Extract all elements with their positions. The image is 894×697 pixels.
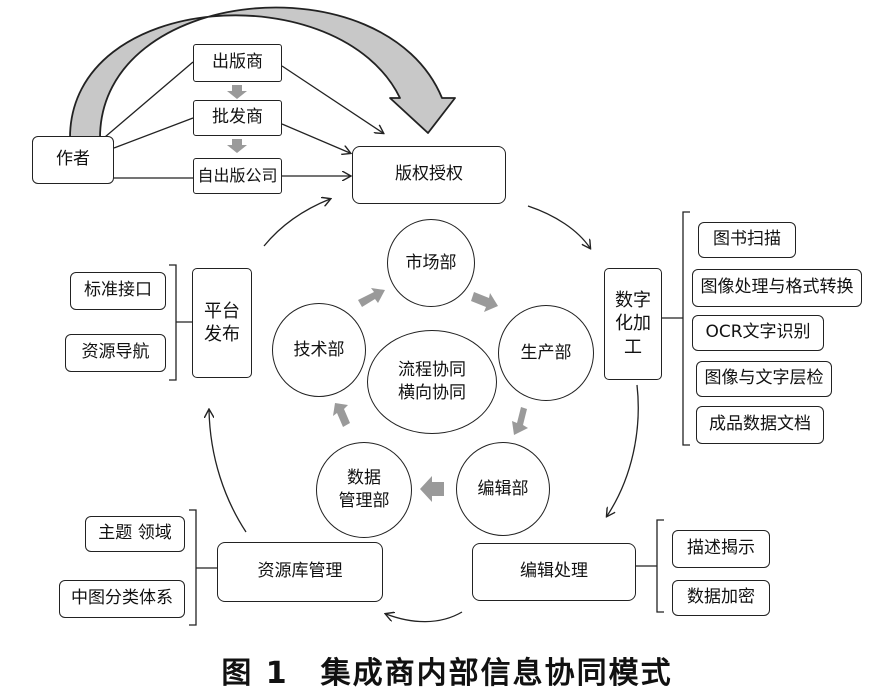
resource-item: 主题 领域: [85, 516, 185, 552]
edit-item: 数据加密: [672, 580, 770, 616]
digital-processing-node: 数字 化加 工: [604, 268, 662, 380]
digital-item: 成品数据文档: [696, 406, 824, 444]
data-management-department-circle: 数据 管理部: [316, 442, 412, 538]
digital-item: OCR文字识别: [692, 315, 824, 351]
production-department-circle: 生产部: [498, 305, 594, 401]
edit-item: 描述揭示: [672, 530, 770, 568]
resource-item: 中图分类体系: [59, 580, 185, 618]
publisher-node: 出版商: [193, 44, 282, 82]
digital-item: 图像处理与格式转换: [692, 269, 862, 307]
digital-item: 图书扫描: [698, 222, 796, 258]
figure-caption: 图 1 集成商内部信息协同模式: [221, 656, 673, 691]
edit-processing-node: 编辑处理: [472, 543, 636, 601]
platform-publishing-node: 平台 发布: [192, 268, 252, 378]
editorial-department-circle: 编辑部: [456, 442, 550, 536]
center-collaboration-circle: 流程协同 横向协同: [367, 330, 497, 434]
wholesaler-node: 批发商: [193, 100, 282, 136]
self-publisher-node: 自出版公司: [193, 158, 282, 194]
platform-item: 资源导航: [65, 334, 166, 372]
resource-management-node: 资源库管理: [217, 542, 383, 602]
market-department-circle: 市场部: [387, 219, 475, 307]
tech-department-circle: 技术部: [272, 303, 366, 397]
copyright-node: 版权授权: [352, 146, 506, 204]
author-to-copyright-big-arrow: [69, 6, 456, 139]
platform-item: 标准接口: [70, 272, 166, 310]
digital-item: 图像与文字层检: [696, 361, 832, 397]
author-node: 作者: [32, 136, 114, 184]
